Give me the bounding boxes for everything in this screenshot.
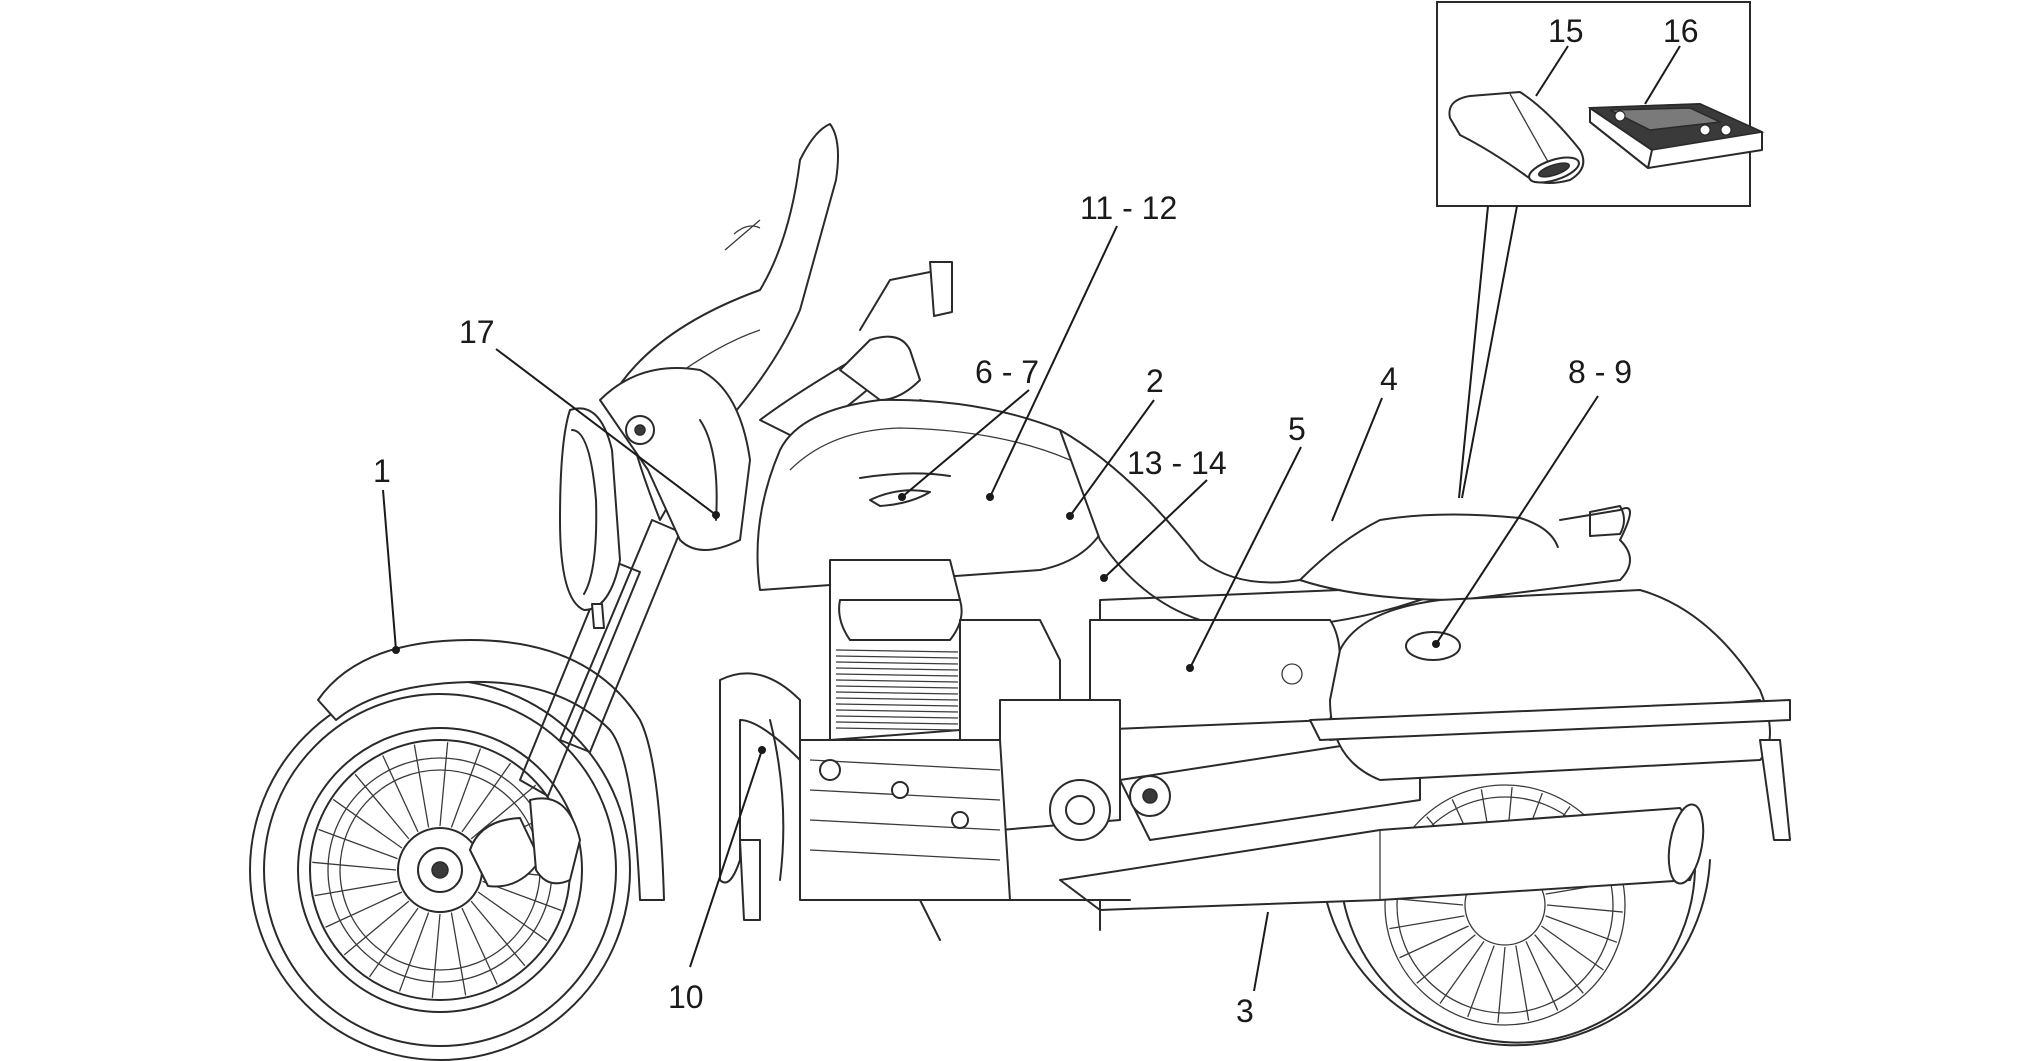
wheel-spoke bbox=[1497, 946, 1506, 1023]
cylinder-fin bbox=[835, 709, 959, 713]
cylinder-fin bbox=[835, 691, 959, 695]
callout-8-9: 8 - 9 bbox=[1568, 354, 1632, 390]
wheel-spoke bbox=[332, 798, 403, 849]
wheel-spoke bbox=[1545, 915, 1618, 943]
callout-5: 5 bbox=[1288, 411, 1306, 447]
wheel-spoke bbox=[439, 742, 449, 827]
toolkit-pouch-icon bbox=[1448, 91, 1585, 185]
wheel-spoke bbox=[343, 900, 410, 956]
cylinder-fin bbox=[835, 715, 959, 719]
callout-13-14: 13 - 14 bbox=[1127, 445, 1227, 481]
wheel-spoke bbox=[398, 912, 430, 992]
motorcycle-illustration bbox=[249, 123, 1791, 1061]
callout-4: 4 bbox=[1380, 361, 1398, 397]
cylinder-fin bbox=[835, 685, 959, 689]
wheel-spoke bbox=[1439, 940, 1485, 1004]
callout-17: 17 bbox=[459, 314, 495, 350]
callout-labels: 1 2 3 4 5 6 - 7 8 - 9 10 11 - 12 13 - 14… bbox=[373, 13, 1699, 1029]
wheel-spoke bbox=[1389, 915, 1465, 930]
wheel-spoke bbox=[1525, 941, 1559, 1011]
cylinder-fin bbox=[835, 679, 959, 683]
cylinder-fin bbox=[835, 727, 959, 731]
callout-10: 10 bbox=[668, 979, 704, 1015]
callout-3: 3 bbox=[1236, 993, 1254, 1029]
callout-1: 1 bbox=[373, 453, 391, 489]
cylinder-fin bbox=[835, 703, 959, 707]
callout-2: 2 bbox=[1146, 363, 1164, 399]
wheel-spoke bbox=[314, 880, 398, 897]
callout-16: 16 bbox=[1663, 13, 1699, 49]
wheel-spoke bbox=[312, 861, 397, 871]
cylinder-fin bbox=[835, 661, 959, 665]
wheel-spoke bbox=[450, 748, 482, 828]
wheel-spoke bbox=[354, 773, 410, 840]
wheel-spoke bbox=[1515, 945, 1530, 1021]
front-fender bbox=[317, 639, 665, 901]
accessory-inset bbox=[1436, 1, 1765, 207]
wheel-spoke bbox=[413, 744, 430, 828]
callout-6-7: 6 - 7 bbox=[975, 354, 1039, 390]
wheel-spoke bbox=[1467, 945, 1495, 1018]
wheel-spoke bbox=[431, 913, 441, 998]
wheel-spoke bbox=[1540, 925, 1604, 971]
wheel-spoke bbox=[1546, 904, 1623, 913]
wheel-spoke bbox=[1534, 934, 1584, 994]
wheel-spoke bbox=[470, 900, 526, 967]
wheel-spoke bbox=[1416, 934, 1476, 984]
engine bbox=[799, 559, 1121, 901]
saddlebag bbox=[1329, 589, 1771, 781]
leader-lines bbox=[382, 225, 1599, 992]
owners-manual-icon bbox=[1587, 103, 1765, 169]
headlight bbox=[559, 407, 621, 629]
wheel-spoke bbox=[325, 891, 403, 928]
cylinder-fin bbox=[835, 673, 959, 677]
wheel-spoke bbox=[368, 907, 419, 978]
wheel-spoke bbox=[1399, 925, 1469, 959]
wheel-spoke bbox=[382, 755, 419, 833]
wheel-spoke bbox=[477, 891, 548, 942]
cylinder-fin bbox=[835, 649, 959, 653]
wheel-spoke bbox=[470, 784, 537, 840]
cylinder-fin bbox=[835, 697, 959, 701]
cylinder-fin bbox=[835, 655, 959, 659]
wheel-spoke bbox=[318, 828, 398, 860]
callout-11-12: 11 - 12 bbox=[1080, 190, 1177, 226]
callout-15: 15 bbox=[1548, 13, 1584, 49]
wheel-spoke bbox=[461, 762, 512, 833]
cylinder-fin bbox=[835, 667, 959, 671]
wheel-spoke bbox=[450, 912, 467, 996]
cylinder-fin bbox=[835, 721, 959, 725]
wheel-spoke bbox=[461, 907, 498, 985]
